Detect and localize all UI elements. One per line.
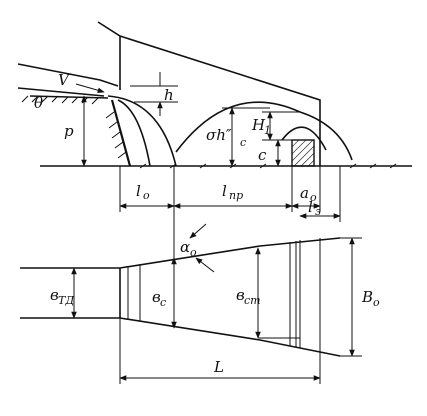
dissipator-sill <box>291 139 315 167</box>
label-l3: l <box>308 198 313 216</box>
label-lnp-sub: пр <box>229 189 243 202</box>
drop-wall-hatch <box>105 111 127 159</box>
jump-curve <box>175 101 353 161</box>
label-l0: l <box>136 182 141 200</box>
label-V: V <box>58 71 71 89</box>
longitudinal-section: V θ p h σh″ c H 1 c l o l пр a o l з <box>17 21 412 262</box>
label-theta: θ <box>34 94 43 112</box>
label-a0: a <box>300 184 309 202</box>
label-l3-sub: з <box>315 205 321 218</box>
label-l0-sub: o <box>143 189 150 202</box>
label-B0-sub: o <box>373 296 380 309</box>
label-c: c <box>258 146 267 164</box>
alpha0-arrow-1 <box>189 223 207 239</box>
label-alpha0-sub: o <box>190 246 197 259</box>
approach-channel <box>20 267 120 319</box>
roof-outline <box>97 21 321 166</box>
label-bTD: в <box>50 286 59 304</box>
diverging-wall-top <box>119 237 341 269</box>
sill-curve <box>281 126 327 151</box>
upstream-channel-top <box>17 63 119 87</box>
label-bct-sub: cт <box>244 294 261 307</box>
label-bTD-sub: ТД <box>58 294 75 307</box>
dim-ext-lines <box>119 166 341 262</box>
label-bct: в <box>236 286 245 304</box>
label-sigma-h: σh″ <box>206 126 232 144</box>
label-a0-sub: o <box>310 191 317 204</box>
velocity-arrow <box>75 83 105 93</box>
label-bc: в <box>152 288 161 306</box>
label-sigma-h-sub: c <box>240 136 246 149</box>
label-H: H <box>251 116 266 134</box>
upstream-water-surface <box>29 95 109 99</box>
upstream-channel-bottom <box>17 87 105 97</box>
label-H-sub: 1 <box>264 124 271 137</box>
section-lines <box>127 238 321 352</box>
B0-extension <box>340 237 362 357</box>
label-h: h <box>164 86 174 104</box>
label-lnp: l <box>222 182 227 200</box>
jet-outer <box>107 95 177 167</box>
label-p: p <box>64 122 74 140</box>
drop-wall <box>110 99 132 167</box>
label-bc-sub: c <box>160 296 166 309</box>
label-B0: B <box>361 288 373 306</box>
jet-inner <box>117 99 151 167</box>
alpha0-arrow-2 <box>195 257 215 273</box>
label-alpha0: α <box>180 238 190 256</box>
plan-view: в ТД в c в cт α o B o L <box>20 223 380 384</box>
diverging-wall-bottom <box>119 317 341 357</box>
label-L: L <box>213 358 224 376</box>
